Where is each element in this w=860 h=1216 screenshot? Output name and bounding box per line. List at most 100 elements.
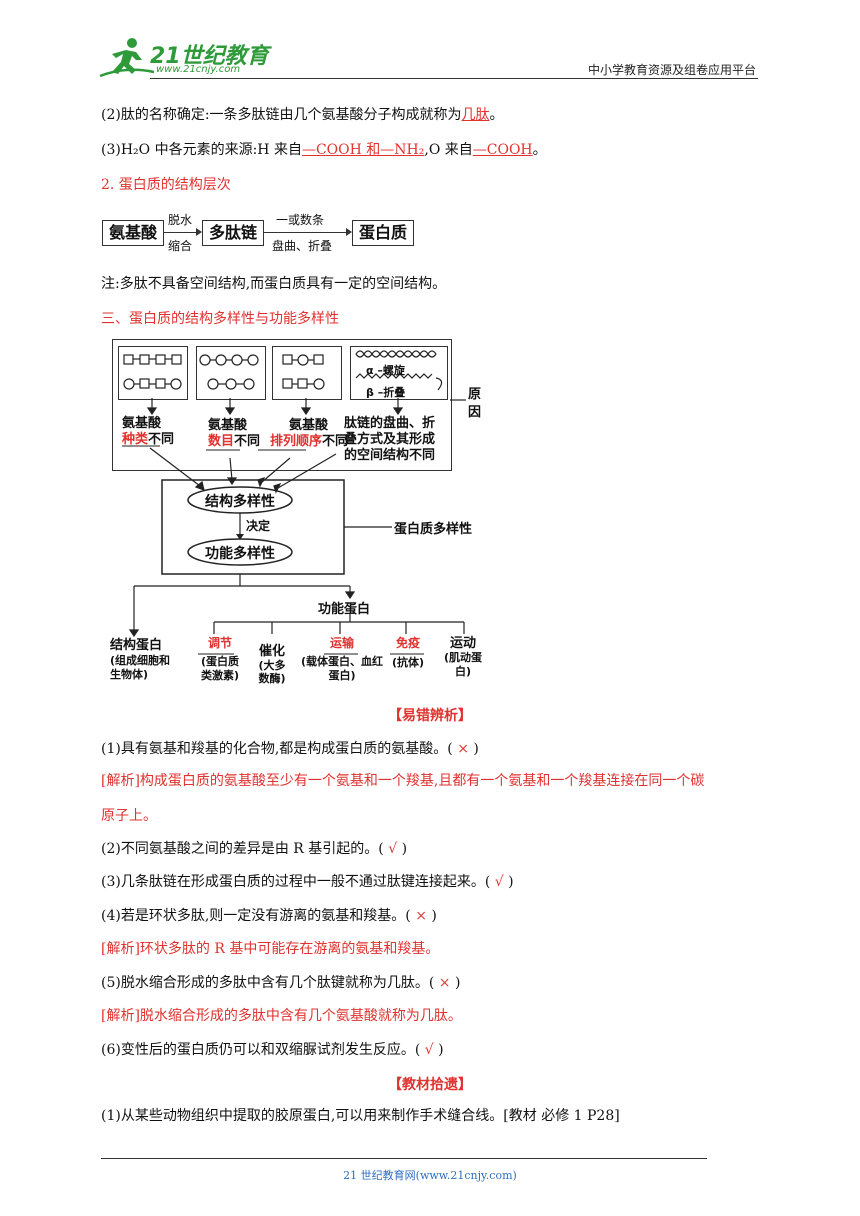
error-item-6: (6)变性后的蛋白质仍可以和双缩脲试剂发生反应。( √ ) bbox=[101, 1041, 444, 1059]
error-item-4: (4)若是环状多肽,则一定没有游离的氨基和羧基。( × ) bbox=[101, 907, 437, 925]
text: (抗体) bbox=[391, 656, 425, 669]
error-item-3: (3)几条肽链在形成蛋白质的过程中一般不通过肽键连接起来。( √ ) bbox=[101, 873, 514, 891]
answer-mark: × bbox=[457, 741, 469, 757]
functional-protein: 功能蛋白 bbox=[318, 602, 371, 617]
text: (3)H₂O 中各元素的来源:H 来自 bbox=[101, 142, 302, 158]
explain-1a: [解析]构成蛋白质的氨基酸至少有一个氨基和一个羧基,且都有一个氨基和一个羧基连接… bbox=[101, 773, 705, 789]
section-title-structure-levels: 2. 蛋白质的结构层次 bbox=[101, 177, 231, 193]
cause-number: 氨基酸 数目不同 bbox=[208, 418, 278, 450]
platform-name: 中小学教育资源及组卷应用平台 bbox=[587, 63, 756, 77]
note-spatial-structure: 注:多肽不具备空间结构,而蛋白质具有一定的空间结构。 bbox=[101, 276, 447, 292]
cause-folding: 肽链的盘曲、折 叠方式及其形成 的空间结构不同 bbox=[344, 416, 454, 464]
header-rule bbox=[150, 78, 758, 79]
chain-box-number bbox=[196, 346, 266, 400]
beta-sheet-label: β –折叠 bbox=[366, 386, 406, 399]
text: 不同 bbox=[321, 434, 348, 449]
chain-illustrations bbox=[122, 350, 466, 655]
flow-box-protein: 蛋白质 bbox=[352, 220, 414, 246]
textbook-title: 【教材拾遗】 bbox=[388, 1077, 472, 1093]
para-peptide-name: (2)肽的名称确定:一条多肽链由几个氨基酸分子构成就称为几肽。 bbox=[101, 106, 504, 124]
text: 的空间结构不同 bbox=[344, 448, 436, 463]
text: 肽链的盘曲、折 bbox=[344, 416, 436, 431]
text: ) bbox=[508, 874, 514, 890]
footer-text: 21 世纪教育网(www.21cnjy.com) bbox=[343, 1169, 517, 1182]
para-water-source: (3)H₂O 中各元素的来源:H 来自—COOH 和—NH₂,O 来自—COOH… bbox=[101, 141, 547, 159]
text: ,O 来自 bbox=[424, 142, 473, 158]
text: 氨基酸 bbox=[288, 418, 328, 433]
arrow-head-icon bbox=[196, 228, 202, 236]
answer-mark: √ bbox=[424, 1042, 434, 1058]
text: ) bbox=[438, 1042, 444, 1058]
cause-order: 氨基酸 排列顺序不同 bbox=[262, 418, 348, 450]
explain-5: [解析]脱水缩合形成的多肽中含有几个氨基酸就称为几肽。 bbox=[101, 1008, 462, 1024]
text: (载体蛋白、血红蛋白) bbox=[300, 655, 384, 682]
text: 氨基酸 bbox=[208, 418, 248, 433]
text: (4)若是环状多肽,则一定没有游离的氨基和羧基。( bbox=[101, 908, 411, 924]
text: ) bbox=[401, 841, 408, 857]
text: (2)肽的名称确定:一条多肽链由几个氨基酸分子构成就称为 bbox=[101, 107, 462, 123]
text: (1)具有氨基和羧基的化合物,都是构成蛋白质的氨基酸。( bbox=[101, 741, 453, 757]
flow-arrow2-top: 一或数条 bbox=[276, 213, 325, 227]
text: (大多数酶) bbox=[258, 659, 286, 685]
chain-box-type bbox=[118, 346, 188, 400]
function-immunity: 免疫 (抗体) bbox=[386, 636, 430, 670]
explain-1b: 原子上。 bbox=[101, 808, 157, 824]
chain-box-folding bbox=[350, 346, 448, 400]
text: 。 bbox=[532, 142, 547, 158]
red-keyword: 排列顺序 bbox=[269, 434, 322, 449]
text: 叠方式及其形成 bbox=[344, 432, 436, 447]
text: 不同 bbox=[234, 434, 261, 449]
answer-blank: —COOH 和—NH₂ bbox=[301, 142, 425, 158]
text: 运动 bbox=[449, 636, 476, 651]
answer-blank: 几肽 bbox=[461, 107, 490, 123]
explain-4: [解析]环状多肽的 R 基中可能存在游离的氨基和羧基。 bbox=[101, 941, 440, 957]
decides-label: 决定 bbox=[246, 519, 271, 533]
section-title-diversity: 三、蛋白质的结构多样性与功能多样性 bbox=[101, 311, 339, 327]
flow-arrow1-line bbox=[164, 232, 198, 233]
structural-protein: 结构蛋白 (组成细胞和生物体) bbox=[110, 638, 180, 682]
text: ) bbox=[473, 741, 479, 757]
function-motion: 运动 (肌动蛋白) bbox=[440, 636, 486, 679]
answer-mark: × bbox=[415, 908, 427, 924]
arrow-head-icon bbox=[346, 228, 352, 236]
error-item-5: (5)脱水缩合形成的多肽中含有几个肽键就称为几肽。( × ) bbox=[101, 974, 460, 992]
text: (5)脱水缩合形成的多肽中含有几个肽键就称为几肽。( bbox=[101, 975, 435, 991]
error-item-2: (2)不同氨基酸之间的差异是由 R 基引起的。( √ ) bbox=[101, 840, 407, 858]
red-keyword: 调节 bbox=[207, 636, 232, 650]
flow-arrow2-line bbox=[264, 232, 348, 233]
cause-type: 氨基酸 种类不同 bbox=[122, 416, 192, 448]
errors-title: 【易错辨析】 bbox=[388, 708, 472, 724]
text: 催化 bbox=[258, 644, 285, 659]
protein-diversity: 蛋白质多样性 bbox=[394, 522, 473, 537]
answer-mark: × bbox=[438, 975, 451, 991]
logo-url: www.21cnjy.com bbox=[156, 64, 241, 75]
text: 不同 bbox=[148, 432, 175, 447]
text: (组成细胞和生物体) bbox=[110, 654, 171, 681]
answer-mark: √ bbox=[494, 874, 504, 890]
text: (肌动蛋白) bbox=[443, 651, 483, 678]
textbook-item-1: (1)从某些动物组织中提取的胶原蛋白,可以用来制作手术缝合线。[教材 必修 1 … bbox=[101, 1108, 620, 1124]
diversity-diagram: α –螺旋 β –折叠 原因 氨基酸 种类不同 氨基酸 数目不同 氨基酸 排列顺… bbox=[110, 339, 486, 685]
text: 结构蛋白 bbox=[110, 638, 163, 653]
flow-box-polypeptide: 多肽链 bbox=[202, 220, 264, 246]
function-regulation: 调节 (蛋白质类激素) bbox=[196, 636, 244, 683]
chain-box-order bbox=[272, 346, 342, 400]
red-keyword: 数目 bbox=[208, 434, 235, 449]
text: ) bbox=[454, 975, 461, 991]
structure-diversity: 结构多样性 bbox=[205, 494, 275, 510]
red-keyword: 种类 bbox=[122, 432, 149, 447]
text: (6)变性后的蛋白质仍可以和双缩脲试剂发生反应。( bbox=[101, 1042, 421, 1058]
footer-rule bbox=[101, 1158, 707, 1159]
answer-mark: √ bbox=[388, 841, 398, 857]
text: (3)几条肽链在形成蛋白质的过程中一般不通过肽键连接起来。( bbox=[101, 874, 491, 890]
logo-runner-icon bbox=[99, 38, 155, 78]
text: (蛋白质类激素) bbox=[200, 655, 240, 682]
flow-arrow1-top: 脱水 bbox=[168, 213, 193, 227]
flow-box-amino-acid: 氨基酸 bbox=[102, 220, 164, 246]
cause-box bbox=[112, 339, 452, 471]
cause-label: 原因 bbox=[468, 387, 482, 420]
text: 。 bbox=[489, 107, 504, 123]
function-diversity: 功能多样性 bbox=[205, 546, 275, 562]
text: (2)不同氨基酸之间的差异是由 R 基引起的。( bbox=[101, 841, 384, 857]
alpha-helix-label: α –螺旋 bbox=[366, 364, 405, 377]
